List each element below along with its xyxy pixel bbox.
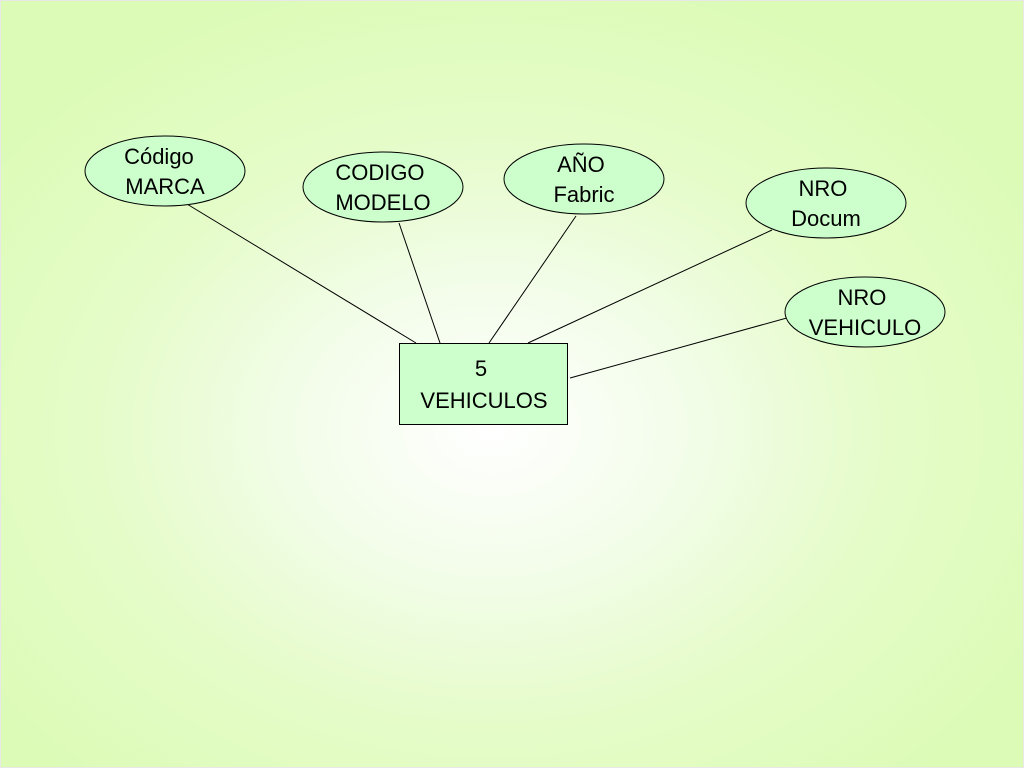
svg-text:NRO VEHICULO: NRO VEHICULO: [809, 285, 921, 340]
connector-nro-docum: [527, 229, 773, 344]
svg-text:NRO Docum: NRO Docum: [791, 176, 861, 231]
entity-vehiculos[interactable]: 5 VEHICULOS: [399, 343, 568, 425]
attribute-label-line-1: NRO: [837, 285, 886, 310]
connector-nro-vehiculo: [569, 315, 795, 379]
attribute-label-line-2: Fabric: [553, 182, 614, 207]
attribute-label-line-2: MARCA: [125, 174, 205, 199]
connector-ano-fabric: [488, 215, 577, 344]
svg-text:AÑO Fabric: AÑO Fabric: [553, 152, 614, 207]
svg-text:5 VEHICULOS: 5 VEHICULOS: [420, 356, 547, 413]
attribute-nro-docum[interactable]: NRO Docum: [745, 167, 907, 239]
svg-text:Código MARCA: Código MARCA: [124, 144, 205, 199]
attribute-label-line-1: Código: [124, 144, 194, 169]
attribute-label-line-1: AÑO: [557, 152, 605, 177]
attribute-nro-vehiculo[interactable]: NRO VEHICULO: [784, 276, 946, 348]
connector-codigo-modelo: [398, 222, 441, 344]
entity-label-line-1: 5: [475, 356, 487, 381]
connector-codigo-marca: [181, 200, 417, 344]
attribute-label-line-1: CODIGO: [335, 160, 424, 185]
attribute-label-line-2: MODELO: [335, 190, 430, 215]
attribute-codigo-marca[interactable]: Código MARCA: [84, 135, 246, 207]
attribute-label-line-2: VEHICULO: [809, 315, 921, 340]
svg-text:CODIGO MODELO: CODIGO MODELO: [335, 160, 430, 215]
attribute-label-line-2: Docum: [791, 206, 861, 231]
attribute-label-line-1: NRO: [798, 176, 847, 201]
entity-label-line-2: VEHICULOS: [420, 388, 547, 413]
attribute-ano-fabric[interactable]: AÑO Fabric: [503, 143, 665, 215]
attribute-codigo-modelo[interactable]: CODIGO MODELO: [302, 151, 464, 223]
